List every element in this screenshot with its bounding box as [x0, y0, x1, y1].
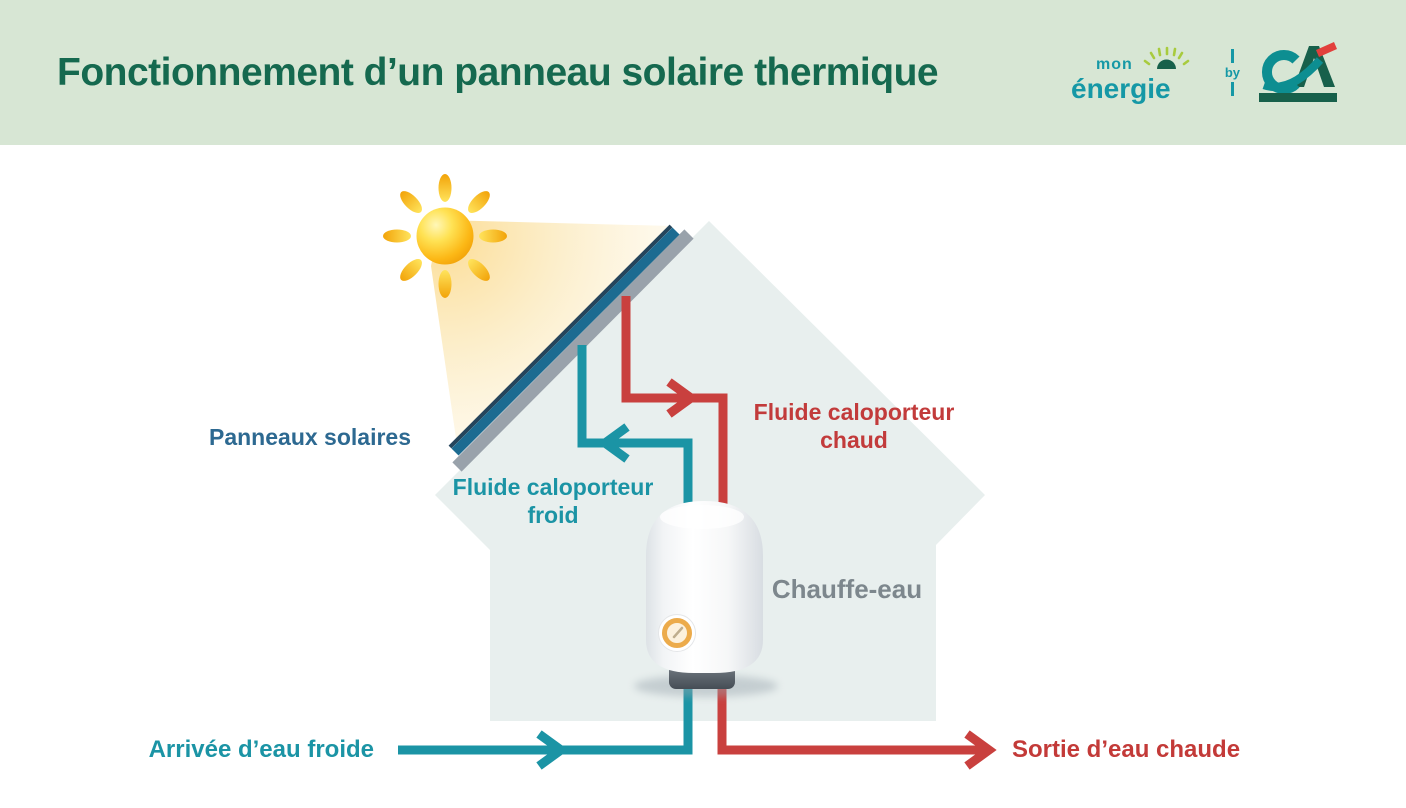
solar-panel [448, 224, 694, 472]
cold-water-inlet-pipe [398, 683, 693, 770]
ca-underline-bar [1259, 92, 1337, 102]
logo-mon-text: mon [1096, 56, 1133, 73]
arrow-left-chevron-icon [597, 423, 630, 463]
logo-sun-icon [1143, 46, 1190, 69]
header: Fonctionnement d’un panneau solaire ther… [0, 0, 1406, 145]
panel-edge [448, 224, 673, 449]
hot-fluid-pipe [621, 296, 728, 515]
arrow-right-chevron-icon [536, 730, 569, 770]
credit-agricole-ca-logo [1259, 41, 1337, 102]
arrow-right-chevron-icon [964, 730, 997, 770]
logo-energie-text: énergie [1071, 73, 1171, 104]
heater-dial-icon [658, 614, 696, 652]
sun-body [416, 207, 474, 265]
ca-red-stripe [1316, 41, 1337, 57]
ca-swoosh [1262, 56, 1324, 91]
divider-line-top [1230, 49, 1234, 63]
diagram: Panneaux solaires Fluide caloporteur fro… [0, 145, 1406, 808]
sun-beam [431, 220, 672, 452]
tank-highlight [660, 505, 744, 529]
panel-glass [451, 227, 680, 456]
sun-icon [383, 174, 507, 298]
water-heater [634, 501, 778, 697]
panel-frame [452, 229, 694, 472]
sun-rays [383, 174, 507, 298]
by-divider: by [1225, 49, 1240, 96]
cold-fluid-pipe [577, 345, 693, 515]
arrow-right-chevron-icon [666, 378, 699, 418]
by-text: by [1224, 65, 1240, 80]
mon-energie-logo: mon énergie [1071, 46, 1190, 104]
diagram-canvas [383, 174, 997, 770]
house-silhouette [435, 221, 985, 721]
hot-water-outlet-pipe [717, 683, 997, 770]
brand-logos: mon énergie [1069, 38, 1340, 108]
page-title: Fonctionnement d’un panneau solaire ther… [57, 50, 939, 94]
divider-line-bottom [1230, 82, 1234, 96]
